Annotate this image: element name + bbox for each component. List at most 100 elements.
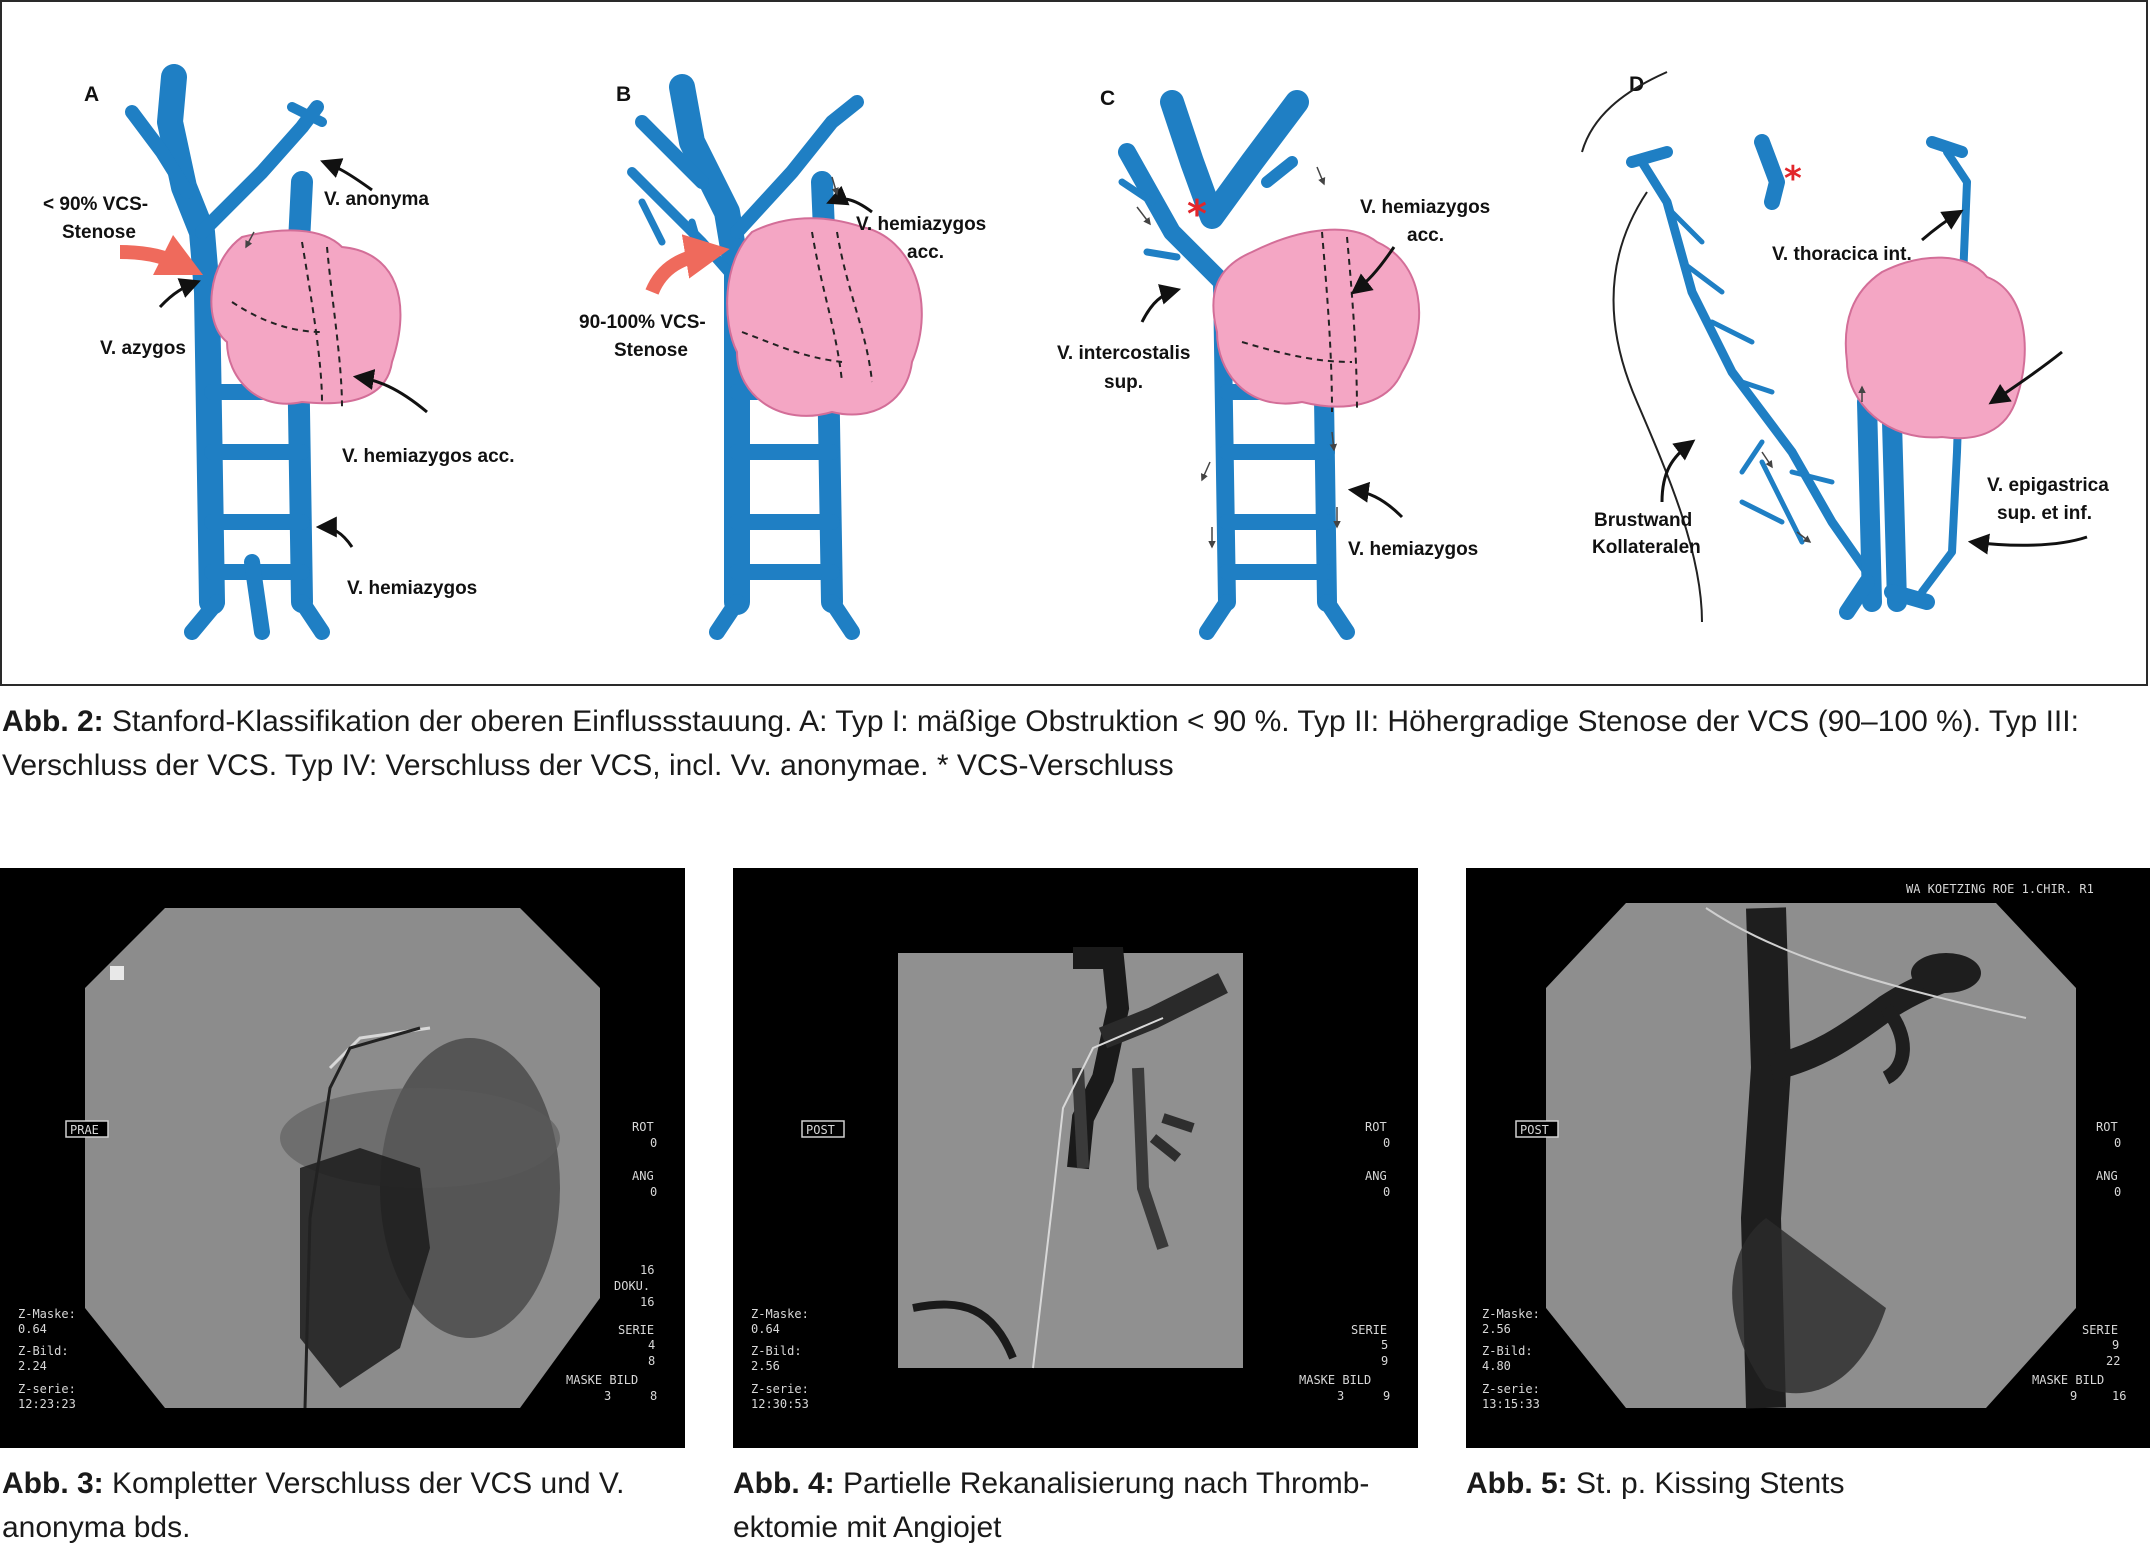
svg-text:4.80: 4.80: [1482, 1359, 1511, 1373]
svg-text:SERIE: SERIE: [1351, 1323, 1387, 1337]
svg-text:ANG: ANG: [632, 1169, 654, 1183]
panel-a: A < 90% VCS- Stenose V. anonyma V. azygo…: [43, 64, 515, 640]
svg-text:5: 5: [1381, 1338, 1388, 1352]
angiogram-abb-5: WA KOETZING ROE 1.CHIR. R1 POST ROT 0 AN…: [1466, 868, 2150, 1448]
svg-text:Z-serie:: Z-serie:: [18, 1382, 76, 1396]
svg-text:SERIE: SERIE: [618, 1323, 654, 1337]
label-c-hemiazygos-acc: V. hemiazygos: [1360, 197, 1490, 218]
collateral-dashes-b: [741, 231, 873, 383]
panel-b: B V. hemiazygos acc. 90-100% VCS- Stenos…: [579, 74, 986, 640]
svg-text:0: 0: [2114, 1185, 2121, 1199]
svg-text:MASKE BILD: MASKE BILD: [1299, 1373, 1371, 1387]
stenosis-arrow-a: [119, 234, 204, 276]
xray-tag: PRAE: [70, 1123, 99, 1137]
angiogram-abb-4: POST ROT 0 ANG 0 SERIE 5 9 MASKE BILD 3 …: [733, 868, 1418, 1448]
svg-text:ROT: ROT: [2096, 1120, 2118, 1134]
svg-text:MASKE BILD: MASKE BILD: [566, 1373, 638, 1387]
panel-letter-c: C: [1100, 87, 1115, 110]
svg-text:MASKE BILD: MASKE BILD: [2032, 1373, 2104, 1387]
angiogram-image-3: PRAE ROT 0 ANG 0 16 DOKU. 16 SERIE 4 8 M…: [18, 908, 657, 1411]
svg-text:Z-Maske:: Z-Maske:: [18, 1307, 76, 1321]
xray-tag: POST: [806, 1123, 835, 1137]
svg-text:16: 16: [2112, 1389, 2126, 1403]
svg-text:12:30:53: 12:30:53: [751, 1397, 809, 1411]
body-contour-d: [1581, 71, 1703, 623]
occlusion-marker-c: *: [1187, 192, 1207, 236]
figure-5-caption: Abb. 5: St. p. Kissing Stents: [1466, 1462, 2146, 1506]
caption-label: Abb. 3:: [2, 1467, 104, 1500]
svg-text:2.24: 2.24: [18, 1359, 47, 1373]
label-d-brustwand-2: Kollateralen: [1592, 537, 1701, 558]
caption-label: Abb. 2:: [2, 705, 104, 738]
svg-text:3: 3: [604, 1389, 611, 1403]
panel-d: D * V. thoracica int. Brustwand Kollater…: [1581, 71, 2109, 623]
svg-text:0.64: 0.64: [751, 1322, 780, 1336]
svg-text:8: 8: [650, 1389, 657, 1403]
label-d-thoracica: V. thoracica int.: [1772, 244, 1912, 265]
label-d-epigastrica: V. epigastrica: [1987, 475, 2109, 496]
label-a-stenosis: < 90% VCS-: [43, 194, 148, 215]
svg-text:0: 0: [1383, 1136, 1390, 1150]
label-b-hemiazygos-acc-2: acc.: [907, 242, 944, 263]
svg-text:0: 0: [650, 1136, 657, 1150]
label-a-azygos: V. azygos: [100, 338, 186, 359]
svg-text:SERIE: SERIE: [2082, 1323, 2118, 1337]
svg-text:Z-Maske:: Z-Maske:: [1482, 1307, 1540, 1321]
xray-field: [1546, 903, 2076, 1408]
collateral-dashes-c: [1241, 231, 1358, 413]
svg-text:Z-Bild:: Z-Bild:: [751, 1344, 802, 1358]
xray-header: WA KOETZING ROE 1.CHIR. R1: [1906, 882, 2094, 896]
xray-tag: POST: [1520, 1123, 1549, 1137]
panel-letter-a: A: [84, 83, 99, 106]
label-c-intercostalis-2: sup.: [1104, 372, 1143, 393]
caption-text: Kompletter Verschluss der VCS und V. ano…: [2, 1467, 625, 1544]
svg-text:8: 8: [648, 1354, 655, 1368]
svg-text:Z-Bild:: Z-Bild:: [18, 1344, 69, 1358]
svg-text:9: 9: [1381, 1354, 1388, 1368]
label-b-stenosis-2: Stenose: [614, 340, 688, 361]
label-d-epigastrica-2: sup. et inf.: [1997, 503, 2092, 524]
label-c-hemiazygos-acc-2: acc.: [1407, 225, 1444, 246]
svg-text:3: 3: [1337, 1389, 1344, 1403]
figure-4-caption: Abb. 4: Partielle Rekanalisierung nach T…: [733, 1462, 1423, 1550]
angiogram-image-5: WA KOETZING ROE 1.CHIR. R1 POST ROT 0 AN…: [1482, 882, 2126, 1411]
svg-text:12:23:23: 12:23:23: [18, 1397, 76, 1411]
label-b-hemiazygos-acc: V. hemiazygos: [856, 214, 986, 235]
svg-text:ROT: ROT: [632, 1120, 654, 1134]
label-a-hemiazygos-acc: V. hemiazygos acc.: [342, 446, 515, 467]
label-a-anonyma: V. anonyma: [324, 189, 429, 210]
stenosis-arrow-b: [645, 234, 730, 295]
caption-label: Abb. 4:: [733, 1467, 835, 1500]
label-a-hemiazygos: V. hemiazygos: [347, 578, 477, 599]
svg-text:9: 9: [2070, 1389, 2077, 1403]
svg-text:DOKU.: DOKU.: [614, 1279, 650, 1293]
svg-text:0.64: 0.64: [18, 1322, 47, 1336]
label-d-brustwand: Brustwand: [1594, 510, 1692, 531]
caption-text: Stanford-Klassifikation der oberen Einfl…: [2, 705, 2079, 782]
svg-text:2.56: 2.56: [751, 1359, 780, 1373]
figure-3-caption: Abb. 3: Kompletter Verschluss der VCS un…: [2, 1462, 682, 1550]
label-c-intercostalis: V. intercostalis: [1057, 343, 1190, 364]
label-c-hemiazygos: V. hemiazygos: [1348, 539, 1478, 560]
svg-text:Z-serie:: Z-serie:: [751, 1382, 809, 1396]
svg-text:16: 16: [640, 1295, 654, 1309]
svg-text:ROT: ROT: [1365, 1120, 1387, 1134]
label-b-stenosis: 90-100% VCS-: [579, 312, 706, 333]
caption-label: Abb. 5:: [1466, 1467, 1568, 1500]
label-a-stenosis-2: Stenose: [62, 222, 136, 243]
caption-text: Partielle Rekanalisierung nach Thromb­ek…: [733, 1467, 1370, 1544]
panel-letter-b: B: [616, 83, 631, 106]
svg-text:2.56: 2.56: [1482, 1322, 1511, 1336]
panel-c: C * V. hemiazygos acc. V. intercostalis …: [1057, 87, 1490, 640]
svg-text:9: 9: [2112, 1338, 2119, 1352]
figure-2-box: A < 90% VCS- Stenose V. anonyma V. azygo…: [0, 0, 2148, 686]
svg-text:0: 0: [2114, 1136, 2121, 1150]
svg-text:Z-serie:: Z-serie:: [1482, 1382, 1540, 1396]
svg-text:22: 22: [2106, 1354, 2120, 1368]
caption-text: St. p. Kissing Stents: [1567, 1467, 1845, 1500]
svg-text:ANG: ANG: [1365, 1169, 1387, 1183]
figure-2-caption: Abb. 2: Stanford-Klassifikation der ober…: [2, 700, 2122, 788]
svg-text:4: 4: [648, 1338, 655, 1352]
svg-text:Z-Bild:: Z-Bild:: [1482, 1344, 1533, 1358]
svg-text:13:15:33: 13:15:33: [1482, 1397, 1540, 1411]
